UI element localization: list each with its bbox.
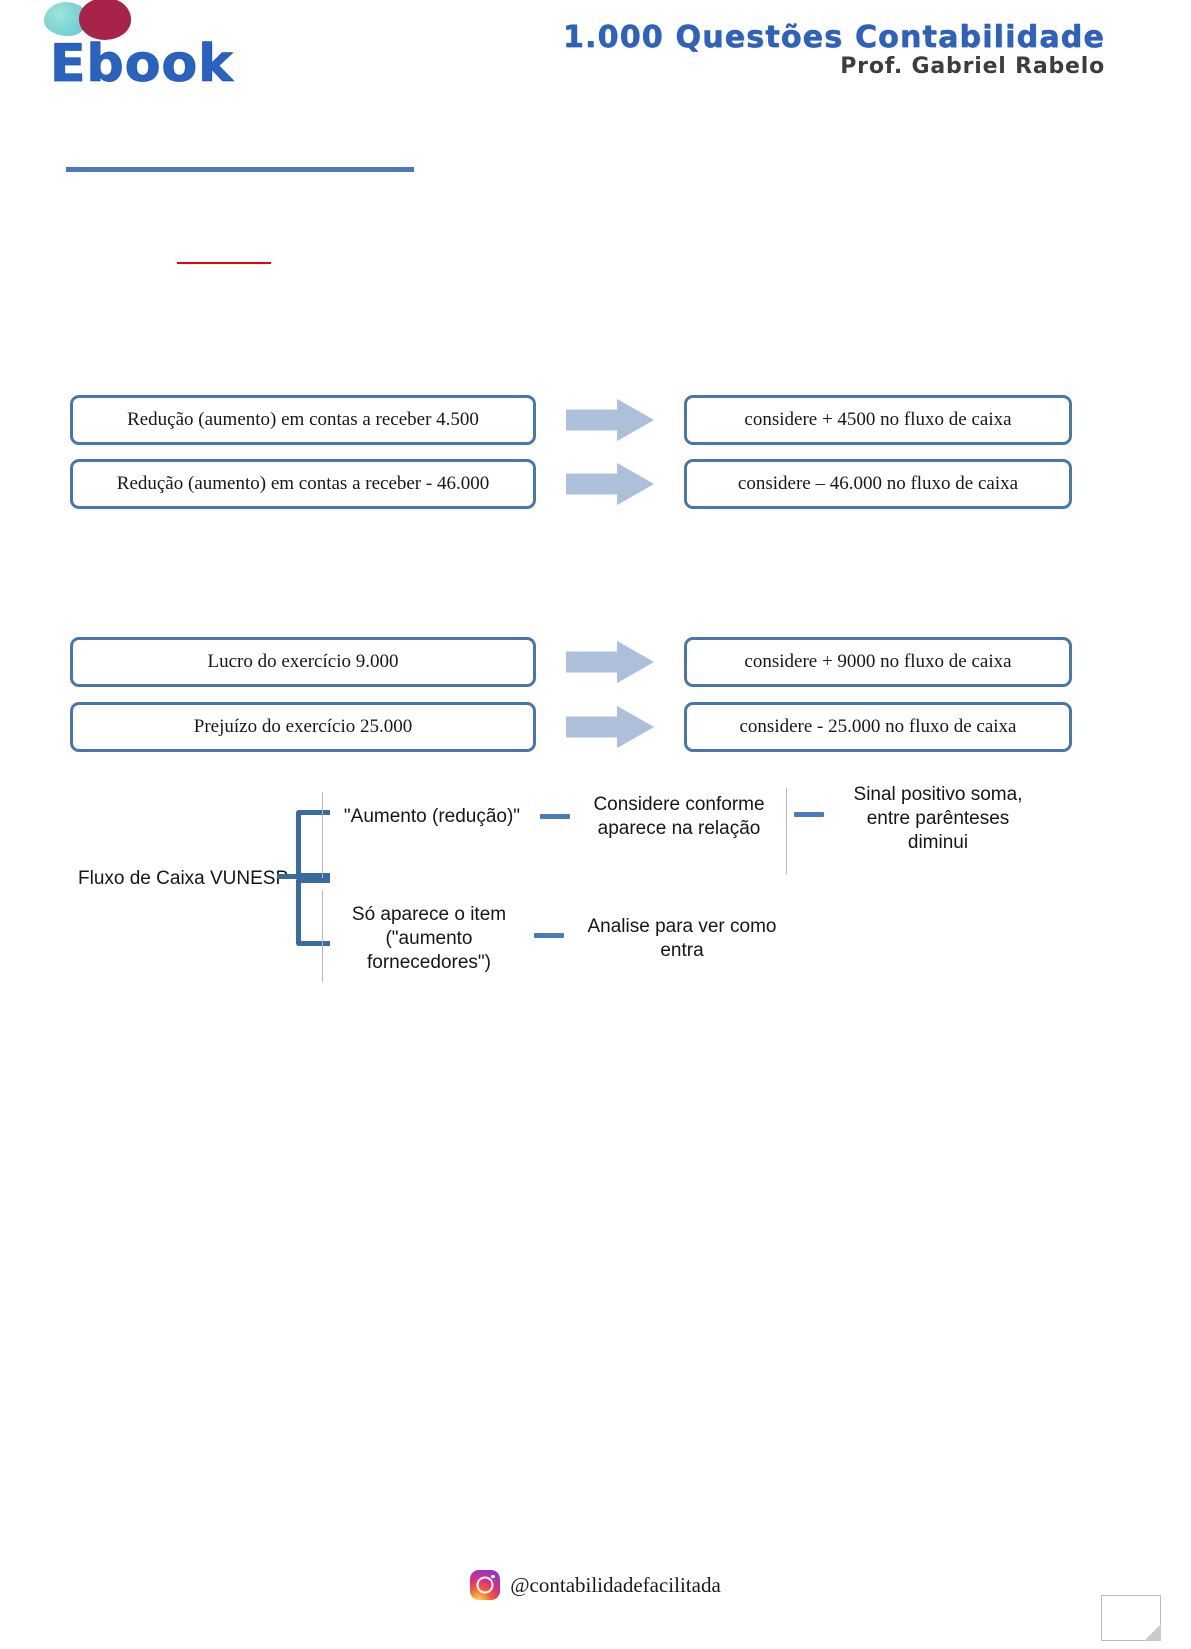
arrow-right-icon — [566, 640, 654, 684]
instagram-dot-icon — [491, 1575, 495, 1579]
tree-root-label: Fluxo de Caixa VUNESP — [78, 868, 289, 889]
page-header: Ebook 1.000 Questões Contabilidade Prof.… — [0, 0, 1191, 110]
instagram-handle[interactable]: @contabilidadefacilitada — [510, 1572, 721, 1597]
flow-result-box: considere - 25.000 no fluxo de caixa — [684, 702, 1072, 752]
flow-source-box: Redução (aumento) em contas a receber 4.… — [70, 395, 536, 445]
tree-node-sinal-positivo: Sinal positivo soma, entre parênteses di… — [853, 784, 1023, 853]
page-title: 1.000 Questões Contabilidade — [562, 20, 1105, 55]
flow-result-box: considere + 9000 no fluxo de caixa — [684, 637, 1072, 687]
flow-row: Redução (aumento) em contas a receber 4.… — [0, 395, 1191, 459]
tree-node-analise-entra: Analise para ver como entra — [587, 916, 777, 961]
instagram-icon[interactable] — [470, 1570, 501, 1600]
logo-text: Ebook — [50, 34, 234, 95]
flow-result-box: considere + 4500 no fluxo de caixa — [684, 395, 1072, 445]
page-footer: @contabilidadefacilitada — [0, 1570, 1191, 1600]
connector-dash-icon — [534, 933, 564, 938]
bracket-trunk-icon — [277, 874, 299, 879]
flow-result-box: considere – 46.000 no fluxo de caixa — [684, 459, 1072, 509]
connector-dash-icon — [794, 812, 824, 817]
flow-row: Redução (aumento) em contas a receber - … — [0, 459, 1191, 523]
arrow-right-icon — [566, 705, 654, 749]
logo-blob-red-icon — [79, 0, 131, 40]
ebook-logo: Ebook — [22, 0, 282, 107]
flow-row: Prejuízo do exercício 25.000 considere -… — [0, 702, 1191, 767]
page-curl-icon — [1101, 1595, 1161, 1641]
page-subtitle: Prof. Gabriel Rabelo — [840, 54, 1105, 79]
flow-source-box: Lucro do exercício 9.000 — [70, 637, 536, 687]
flow-row: Lucro do exercício 9.000 considere + 900… — [0, 637, 1191, 702]
branch-separator — [322, 792, 323, 878]
tree-node-so-aparece-item: Só aparece o item ("aumento fornecedores… — [351, 904, 507, 973]
arrow-right-icon — [566, 398, 654, 442]
flow-group-resultado: Lucro do exercício 9.000 considere + 900… — [0, 637, 1191, 767]
blue-divider — [66, 167, 414, 172]
flow-group-contas-a-receber: Redução (aumento) em contas a receber 4.… — [0, 395, 1191, 523]
flow-source-box: Redução (aumento) em contas a receber - … — [70, 459, 536, 509]
branch-separator — [322, 890, 323, 982]
bracket-upper-icon — [296, 810, 330, 878]
red-divider — [177, 262, 271, 264]
tree-node-aumento-reducao: "Aumento (redução)" — [343, 806, 521, 827]
connector-dash-icon — [540, 814, 570, 819]
arrow-right-icon — [566, 462, 654, 506]
tree-node-considere-conforme: Considere conforme aparece na relação — [593, 794, 765, 839]
branch-separator — [786, 788, 787, 874]
flow-source-box: Prejuízo do exercício 25.000 — [70, 702, 536, 752]
bracket-lower-icon — [296, 878, 330, 946]
